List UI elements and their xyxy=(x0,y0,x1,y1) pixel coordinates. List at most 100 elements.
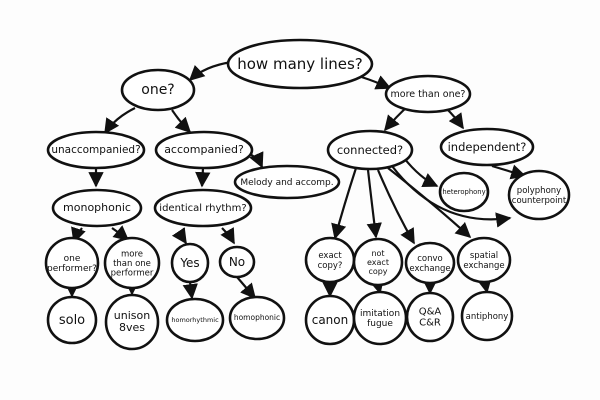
svg-text:how many lines?: how many lines? xyxy=(237,55,363,73)
svg-text:Q&AC&R: Q&AC&R xyxy=(419,306,442,328)
node-label-line: homorhythmic xyxy=(171,316,219,324)
svg-text:identical rhythm?: identical rhythm? xyxy=(159,203,246,214)
node-label-line: exact xyxy=(367,258,389,267)
node-heterophony: heterophony xyxy=(438,171,490,213)
edge-conn-heterophony xyxy=(403,157,439,188)
node-label-line: independent? xyxy=(448,140,527,154)
svg-text:independent?: independent? xyxy=(448,140,527,154)
edge-root-one xyxy=(188,60,233,82)
edge-spatial-antiphony xyxy=(476,276,492,294)
svg-text:homorhythmic: homorhythmic xyxy=(171,316,219,324)
node-label-line: copy xyxy=(368,267,387,276)
node-label-line: spatial xyxy=(470,251,498,261)
node-label-line: not xyxy=(371,249,384,258)
edge-acc-identical xyxy=(195,167,211,188)
node-independent: independent? xyxy=(439,127,535,167)
svg-text:one?: one? xyxy=(141,82,174,98)
svg-text:connected?: connected? xyxy=(337,143,403,157)
svg-text:more than one?: more than one? xyxy=(391,89,466,100)
node-label-line: convo xyxy=(417,254,443,264)
node-label-line: antiphony xyxy=(466,312,509,322)
edge-yes-homorhythmic xyxy=(182,281,198,300)
node-canon: canon xyxy=(304,294,356,346)
edge-ident-no xyxy=(220,227,235,245)
node-identical-rhythm: identical rhythm? xyxy=(153,188,253,228)
node-label-line: more xyxy=(121,249,143,259)
node-label-line: more than one? xyxy=(391,89,466,100)
svg-text:accompanied?: accompanied? xyxy=(164,143,244,156)
edge-conn-convo xyxy=(376,169,415,245)
node-label-line: Melody and accomp. xyxy=(240,178,333,188)
node-label-line: copy? xyxy=(318,260,343,270)
node-label-line: canon xyxy=(312,313,349,327)
svg-text:Melody and accomp.: Melody and accomp. xyxy=(240,178,333,188)
node-label-line: identical rhythm? xyxy=(159,203,246,214)
node-label-line: polyphony xyxy=(517,186,561,196)
node-antiphony: antiphony xyxy=(460,290,514,342)
node-label-line: unison xyxy=(114,309,150,322)
node-label-line: No xyxy=(229,255,245,269)
nodes: how many lines? one? more than one? unac… xyxy=(44,38,571,351)
node-label-line: exchange xyxy=(409,263,450,273)
node-label-line: exact xyxy=(318,251,342,261)
node-more-than-one: more than one? xyxy=(384,74,472,114)
edge-conn-polyphony xyxy=(391,165,512,228)
node-label-line: performer xyxy=(111,268,154,278)
node-label-line: performer? xyxy=(47,264,97,274)
node-unaccompanied: unaccompanied? xyxy=(46,130,146,170)
node-no: No xyxy=(218,245,256,279)
svg-text:heterophony: heterophony xyxy=(442,188,485,196)
node-label-line: imitation xyxy=(360,309,400,319)
node-label-line: accompanied? xyxy=(164,143,244,156)
edge-no-homophonic xyxy=(236,276,257,300)
edge-ident-yes xyxy=(171,227,187,245)
node-label-line: monophonic xyxy=(63,201,131,214)
node-label-line: 8ves xyxy=(119,321,145,334)
node-label-line: solo xyxy=(59,313,85,328)
node-label-line: how many lines? xyxy=(237,55,363,73)
node-label-line: unaccompanied? xyxy=(51,144,140,156)
node-label-line: homophonic xyxy=(234,313,280,322)
node-accompanied: accompanied? xyxy=(154,130,254,170)
node-yes: Yes xyxy=(170,242,210,284)
node-label-line: counterpoint xyxy=(512,195,567,205)
node-melody-and-accomp: Melody and accomp. xyxy=(233,164,341,200)
node-label-line: heterophony xyxy=(442,188,485,196)
edge-indep-polyphony xyxy=(491,164,527,180)
node-connected: connected? xyxy=(326,129,414,171)
edge-conn-exact xyxy=(331,167,358,240)
svg-text:monophonic: monophonic xyxy=(63,201,131,214)
node-one: one? xyxy=(120,68,196,112)
edge-one-acc xyxy=(171,109,192,134)
node-label-line: connected? xyxy=(337,143,403,157)
node-label-line: fugue xyxy=(367,319,393,329)
node-homorhythmic: homorhythmic xyxy=(165,297,225,343)
node-label-line: Q&A xyxy=(419,306,442,317)
node-label-line: Yes xyxy=(179,256,199,270)
node-label-line: than one xyxy=(113,259,151,269)
node-label-line: exchange xyxy=(463,260,504,270)
svg-text:canon: canon xyxy=(312,313,349,327)
svg-text:Yes: Yes xyxy=(179,256,199,270)
svg-text:antiphony: antiphony xyxy=(466,312,509,322)
edge-conn-notexact xyxy=(366,169,382,239)
node-monophonic: monophonic xyxy=(51,188,143,228)
